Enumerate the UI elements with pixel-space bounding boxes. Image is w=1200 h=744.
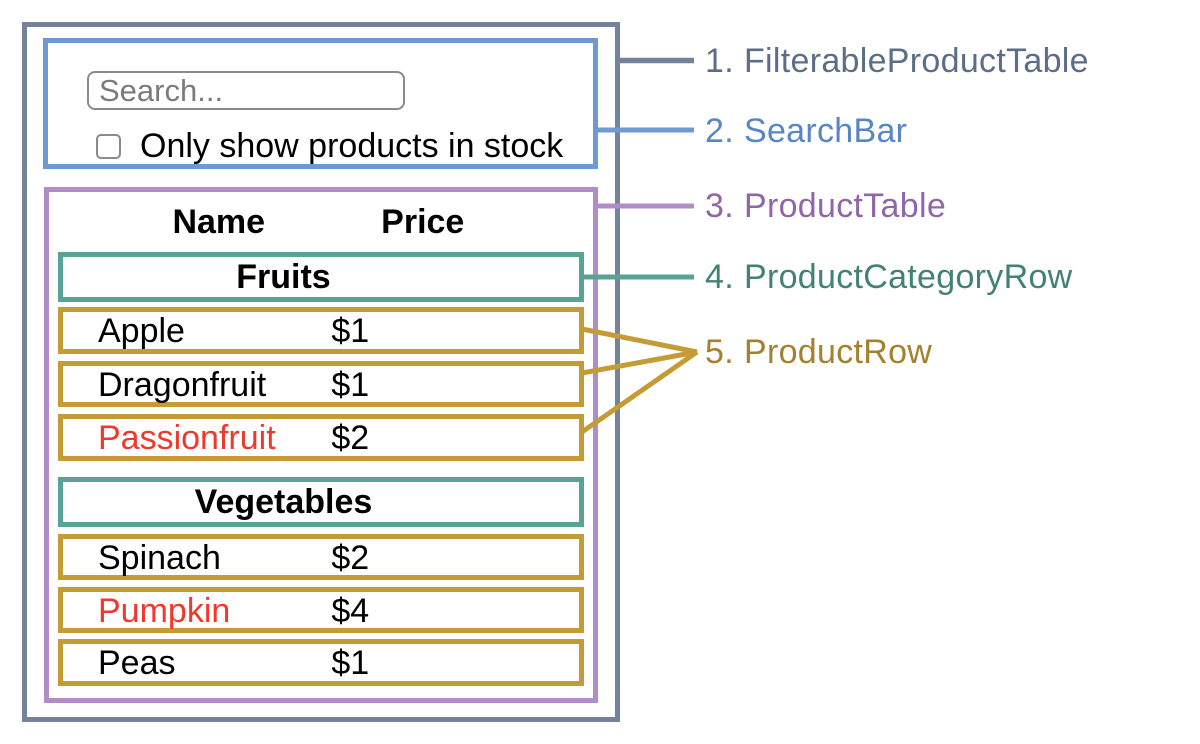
product-price: $1 <box>331 312 370 350</box>
legend-product-table: 3.ProductTable <box>705 185 946 227</box>
legend-number: 1. <box>705 42 734 80</box>
category-row-fruits: Fruits <box>58 252 584 302</box>
in-stock-filter-row: Only show products in stock <box>96 127 593 165</box>
search-input[interactable] <box>87 71 405 110</box>
product-name: Dragonfruit <box>98 366 267 404</box>
legend-name: ProductRow <box>743 333 933 371</box>
category-row-vegetables: Vegetables <box>58 477 584 527</box>
product-price: $4 <box>331 592 370 630</box>
product-row-dragonfruit: Dragonfruit $1 <box>58 361 584 407</box>
category-label: Vegetables <box>194 482 373 521</box>
product-price: $2 <box>331 419 370 457</box>
product-row-pumpkin: Pumpkin $4 <box>58 587 584 633</box>
in-stock-checkbox[interactable] <box>96 133 121 159</box>
category-label: Fruits <box>236 257 331 296</box>
legend-product-row: 5.ProductRow <box>705 331 932 373</box>
product-name: Pumpkin <box>98 592 231 630</box>
legend-number: 3. <box>705 187 734 225</box>
product-name: Spinach <box>98 539 221 577</box>
product-row-spinach: Spinach $2 <box>58 534 584 580</box>
column-header-price: Price <box>381 202 465 241</box>
product-name: Peas <box>98 644 176 682</box>
legend-search-bar: 2.SearchBar <box>705 110 907 152</box>
product-price: $2 <box>331 539 370 577</box>
legend-name: ProductCategoryRow <box>743 258 1073 296</box>
legend-product-category-row: 4.ProductCategoryRow <box>705 256 1073 298</box>
legend-filterable-product-table: 1.FilterableProductTable <box>705 40 1089 82</box>
product-name: Passionfruit <box>98 419 276 457</box>
product-price: $1 <box>331 366 370 404</box>
product-name: Apple <box>98 312 185 350</box>
legend-name: SearchBar <box>743 112 908 150</box>
legend-name: FilterableProductTable <box>743 42 1089 80</box>
column-header-name: Name <box>172 202 266 241</box>
in-stock-checkbox-label: Only show products in stock <box>140 127 564 165</box>
search-bar-box: Only show products in stock <box>43 38 598 169</box>
legend-number: 2. <box>705 112 734 150</box>
product-row-peas: Peas $1 <box>58 639 584 686</box>
table-header-row: Name Price <box>58 200 584 244</box>
product-row-passionfruit: Passionfruit $2 <box>58 414 584 461</box>
product-row-apple: Apple $1 <box>58 307 584 354</box>
product-table-box: Name Price Fruits Apple $1 Dragonfruit $… <box>44 187 598 703</box>
legend-number: 5. <box>705 333 734 371</box>
legend-number: 4. <box>705 258 734 296</box>
product-price: $1 <box>331 644 370 682</box>
legend-name: ProductTable <box>743 187 947 225</box>
